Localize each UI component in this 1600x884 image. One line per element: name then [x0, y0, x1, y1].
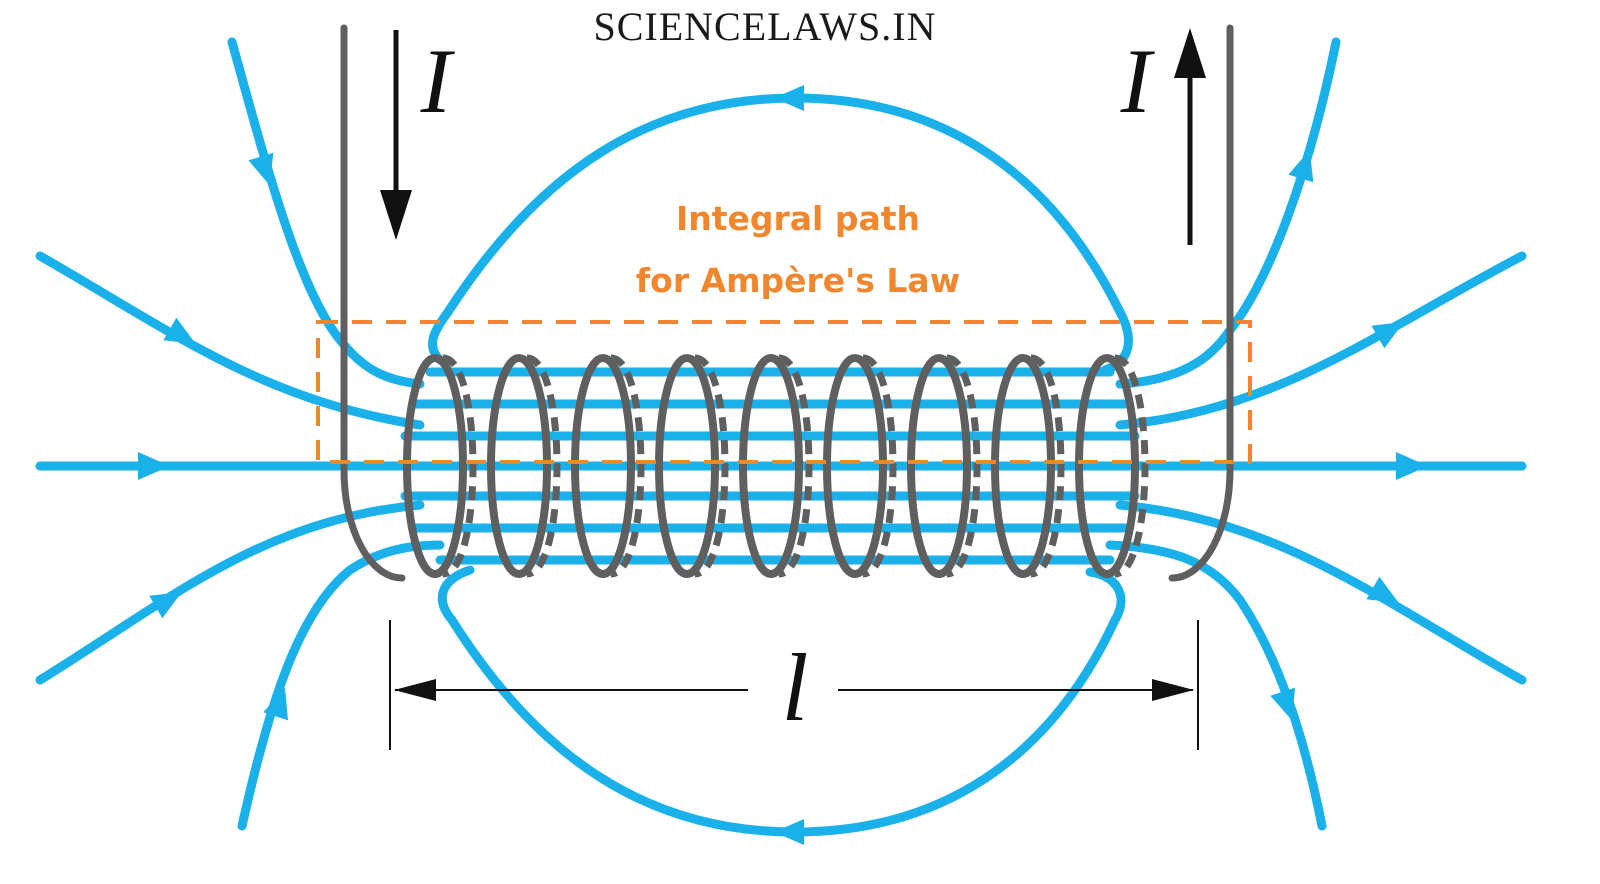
coil-turn-back-6	[862, 354, 897, 578]
length-dimension	[389, 620, 1199, 750]
field-line-right-lower-mid	[1115, 500, 1527, 685]
current-label-right: I	[1120, 30, 1156, 132]
field-arrow-left-bottom	[263, 687, 289, 721]
wire-lead-left	[340, 24, 406, 582]
length-label: l	[782, 634, 809, 741]
integral-path-label-line1: Integral path	[676, 199, 920, 238]
field-arrow-top-loop	[774, 85, 804, 111]
field-line-left-bottom	[237, 540, 445, 831]
field-arrow-bottom-loop	[774, 819, 804, 845]
ampere-integral-path	[316, 320, 1252, 464]
current-arrows	[380, 28, 1206, 245]
current-label-left: I	[420, 30, 456, 132]
coil-turn-7	[907, 354, 971, 578]
field-arrow-axis-left	[138, 452, 170, 480]
coil-turns	[403, 354, 1149, 578]
field-arrow-left-lower-mid	[149, 592, 182, 619]
field-lines	[35, 37, 1527, 845]
solenoid	[340, 24, 1234, 582]
field-line-left-top	[227, 37, 425, 389]
coil-turn-back-4	[694, 354, 729, 578]
coil-turn-5	[739, 354, 803, 578]
coil-turn-3	[571, 354, 635, 578]
field-arrow-left-upper-mid	[163, 317, 196, 344]
field-arrow-right-lower-mid	[1366, 576, 1399, 603]
current-arrow-left-head	[380, 190, 412, 240]
coil-turn-6	[823, 354, 887, 578]
integral-path-label-line2: for Ampère's Law	[636, 261, 960, 300]
coil-turn-back-1	[442, 354, 477, 578]
coil-turn-back-5	[778, 354, 813, 578]
coil-turn-1	[403, 354, 467, 578]
field-arrow-right-upper-mid	[1371, 322, 1404, 349]
field-line-right-top	[1115, 37, 1341, 389]
coil-turn-back-7	[946, 354, 981, 578]
field-arrow-axis-right	[1396, 452, 1428, 480]
coil-turn-8	[991, 354, 1055, 578]
wire-lead-right	[1168, 24, 1234, 582]
field-line-right-bottom	[1105, 540, 1327, 831]
coil-turn-back-9	[1114, 354, 1149, 578]
field-line-left-upper-mid	[35, 251, 425, 430]
dim-arrow-left	[394, 679, 436, 701]
field-line-left-lower-mid	[35, 500, 425, 685]
field-arrow-left-top	[248, 152, 274, 186]
field-arrow-right-top	[1288, 149, 1314, 183]
coil-turn-back-3	[610, 354, 645, 578]
coil-turn-back-2	[526, 354, 561, 578]
field-line-right-upper-mid	[1115, 251, 1527, 430]
coil-turn-back-8	[1030, 354, 1065, 578]
current-arrow-right-head	[1174, 28, 1206, 78]
coil-turn-4	[655, 354, 719, 578]
coil-turn-2	[487, 354, 551, 578]
coil-turn-9	[1075, 354, 1139, 578]
dim-arrow-right	[1152, 679, 1194, 701]
watermark-text: SCIENCELAWS.IN	[593, 4, 936, 49]
field-arrow-right-bottom	[1270, 687, 1296, 721]
